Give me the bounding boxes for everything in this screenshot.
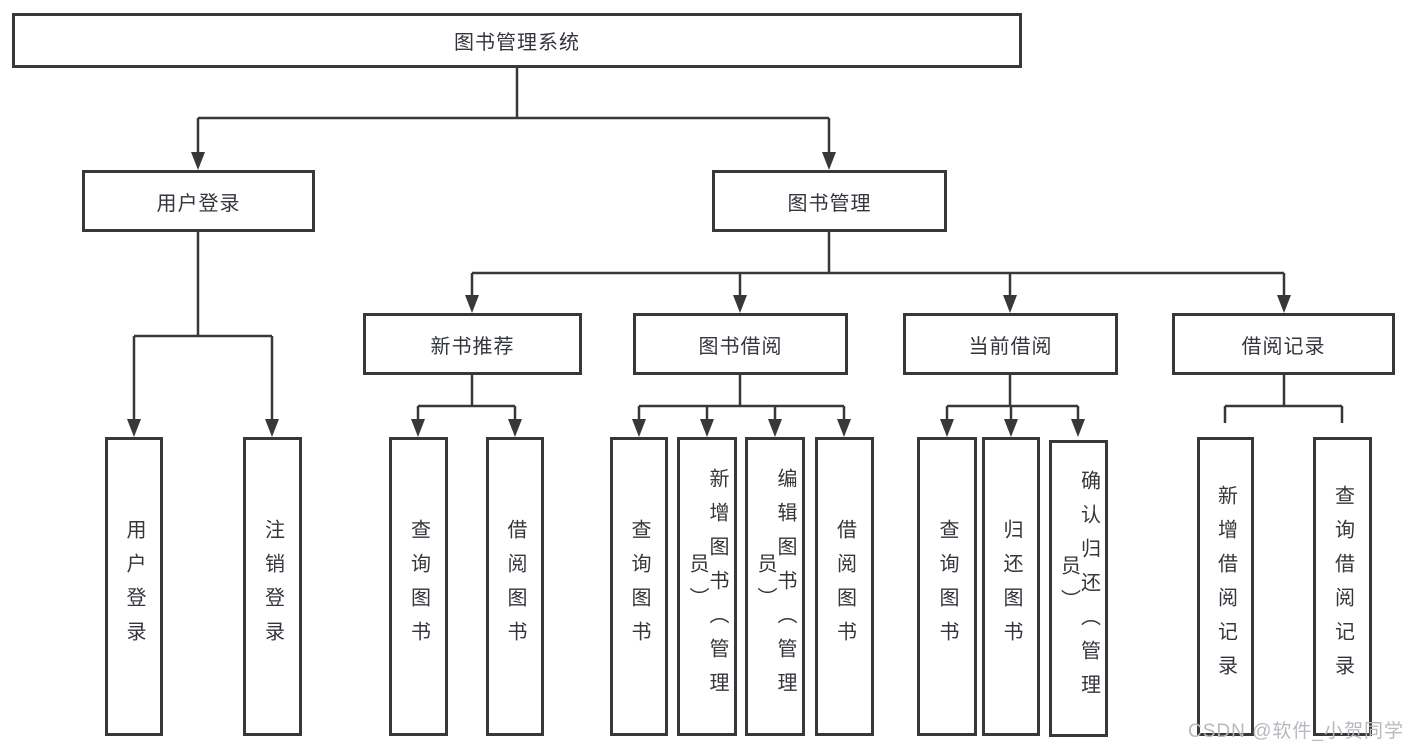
leaf-query-books-borrow: 查询图书	[610, 437, 668, 736]
arrowheads	[127, 152, 1291, 437]
leaf-add-books-admin: 新增图书（管理员）	[677, 437, 737, 736]
leaf-logout: 注销登录	[243, 437, 302, 736]
node-borrow-records: 借阅记录	[1172, 313, 1395, 375]
watermark: CSDN @软件_小贺同学	[1188, 721, 1404, 742]
leaf-return-books: 归还图书	[982, 437, 1040, 736]
node-root: 图书管理系统	[12, 13, 1022, 68]
node-new-book-recommend: 新书推荐	[363, 313, 582, 375]
leaf-user-login: 用户登录	[105, 437, 163, 736]
node-book-management: 图书管理	[712, 170, 947, 232]
leaf-query-books-current: 查询图书	[917, 437, 977, 736]
node-book-borrow: 图书借阅	[633, 313, 848, 375]
node-current-borrow: 当前借阅	[903, 313, 1118, 375]
leaf-edit-books-admin: 编辑图书（管理员）	[745, 437, 805, 736]
leaf-query-books-recommend: 查询图书	[389, 437, 448, 736]
leaf-borrow-books: 借阅图书	[815, 437, 874, 736]
leaf-add-borrow-record: 新增借阅记录	[1197, 437, 1254, 736]
leaf-confirm-return-admin: 确认归还（管理员）	[1049, 440, 1108, 737]
leaf-borrow-books-recommend: 借阅图书	[486, 437, 544, 736]
node-user-login: 用户登录	[82, 170, 315, 232]
leaf-query-borrow-record: 查询借阅记录	[1313, 437, 1372, 736]
